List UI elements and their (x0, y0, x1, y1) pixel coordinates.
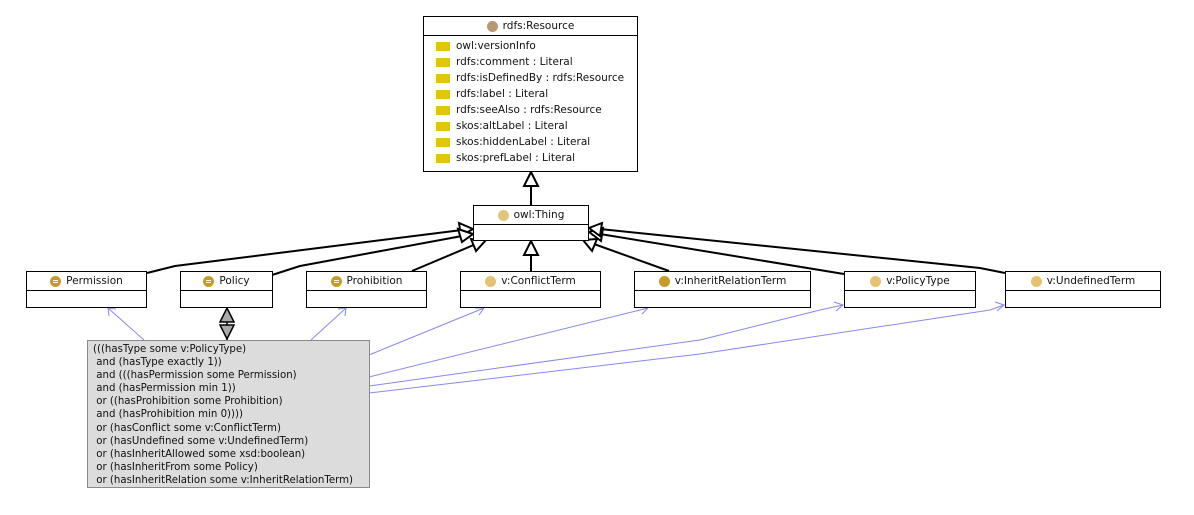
class-header: v:ConflictTerm (461, 272, 600, 291)
defined-class-icon (330, 275, 342, 287)
class-circle-icon (485, 275, 497, 287)
expression-line: or (hasInheritFrom some Policy) (93, 461, 258, 473)
expression-line: or (hasConflict some v:ConflictTerm) (93, 422, 281, 434)
edge-conflict-to-thing (522, 238, 540, 271)
class-header: Policy (181, 272, 272, 291)
attribute-item: rdfs:label : Literal (436, 86, 637, 102)
expression-line: or (hasInheritRelation some v:InheritRel… (93, 474, 354, 486)
defined-class-icon (203, 275, 215, 287)
attribute-item: rdfs:isDefinedBy : rdfs:Resource (436, 70, 637, 86)
class-undefined-term[interactable]: v:UndefinedTerm (1005, 271, 1161, 308)
class-title: v:ConflictTerm (501, 275, 576, 287)
class-title: v:InheritRelationTerm (674, 275, 787, 287)
equivalence-marker (218, 306, 236, 341)
ref-edge-permission (107, 307, 145, 341)
edge-inherit-relation-to-thing (581, 237, 670, 272)
expression-line: and (hasProhibition min 0)))) (93, 409, 243, 421)
class-title: rdfs:Resource (502, 20, 575, 32)
expression-line: and (((hasPermission some Permission) (93, 370, 297, 382)
class-header: v:PolicyType (845, 272, 975, 291)
property-square-icon (436, 105, 450, 115)
class-header: rdfs:Resource (424, 17, 637, 36)
class-policy-type[interactable]: v:PolicyType (844, 271, 976, 308)
attribute-item: skos:prefLabel : Literal (436, 150, 637, 166)
class-title: owl:Thing (513, 209, 565, 221)
property-square-icon (436, 57, 450, 67)
property-square-icon (436, 153, 450, 163)
class-permission[interactable]: Permission (26, 271, 147, 308)
class-header: v:InheritRelationTerm (635, 272, 810, 291)
ref-edge-policy-type (368, 301, 844, 387)
expression-line: (((hasType some v:PolicyType) (93, 344, 247, 355)
edge-policy-to-thing (271, 227, 476, 276)
expression-line: or (hasInheritAllowed some xsd:boolean) (93, 448, 306, 460)
class-header: Permission (27, 272, 146, 291)
property-square-icon (436, 137, 450, 147)
class-title: v:UndefinedTerm (1046, 275, 1136, 287)
class-conflict-term[interactable]: v:ConflictTerm (460, 271, 601, 308)
expression-line: or ((hasProhibition some Prohibition) (93, 396, 283, 408)
class-header: owl:Thing (474, 206, 588, 225)
attribute-item: skos:altLabel : Literal (436, 118, 637, 134)
attribute-list: owl:versionInfo rdfs:comment : Literal r… (424, 36, 637, 168)
class-title: v:PolicyType (886, 275, 950, 287)
class-inherit-relation-term[interactable]: v:InheritRelationTerm (634, 271, 811, 308)
defined-class-icon (50, 275, 62, 287)
property-square-icon (436, 73, 450, 83)
class-prohibition[interactable]: Prohibition (306, 271, 427, 308)
class-expression-box[interactable]: (((hasType some v:PolicyType) and (hasTy… (87, 340, 370, 488)
class-header: v:UndefinedTerm (1006, 272, 1160, 291)
class-circle-icon (1030, 275, 1042, 287)
ref-edge-conflict (368, 307, 485, 356)
property-square-icon (436, 41, 450, 51)
class-owl-thing[interactable]: owl:Thing (473, 205, 589, 241)
class-header: Prohibition (307, 272, 426, 291)
class-rdfs-resource[interactable]: rdfs:Resource owl:versionInfo rdfs:comme… (423, 16, 638, 172)
class-title: Policy (219, 275, 250, 287)
expression-line: and (hasPermission min 1)) (93, 383, 236, 395)
class-title: Prohibition (346, 275, 403, 287)
class-circle-icon (486, 20, 498, 32)
edge-thing-to-resource (522, 169, 540, 205)
property-square-icon (436, 121, 450, 131)
property-square-icon (436, 89, 450, 99)
expression-line: and (hasType exactly 1)) (93, 357, 222, 369)
expression-line: or (hasUndefined some v:UndefinedTerm) (93, 435, 309, 447)
class-circle-icon (658, 275, 670, 287)
edge-undefined-to-thing (586, 221, 1006, 274)
attribute-item: skos:hiddenLabel : Literal (436, 134, 637, 150)
class-title: Permission (66, 275, 123, 287)
ref-edge-undefined (368, 301, 1005, 394)
class-circle-icon (497, 209, 509, 221)
attribute-item: owl:versionInfo (436, 38, 637, 54)
attribute-item: rdfs:comment : Literal (436, 54, 637, 70)
attribute-item: rdfs:seeAlso : rdfs:Resource (436, 102, 637, 118)
class-circle-icon (870, 275, 882, 287)
ref-edge-prohibition (310, 307, 347, 341)
class-policy[interactable]: Policy (180, 271, 273, 308)
